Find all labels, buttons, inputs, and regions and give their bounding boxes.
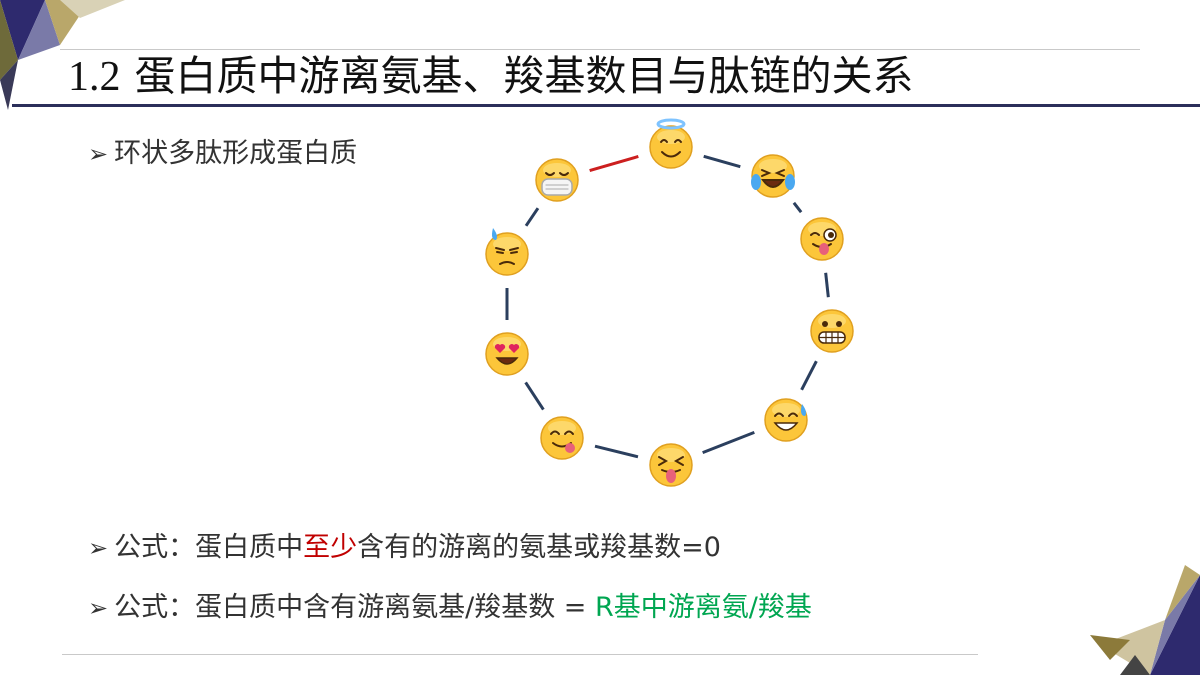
formula-prefix: 公式：蛋白质中含有游离氨基/羧基数 = bbox=[114, 592, 595, 623]
mask-face-icon bbox=[535, 158, 579, 202]
formula-highlight: R基中游离氨/羧基 bbox=[595, 592, 812, 623]
squinting-tongue-face-icon bbox=[649, 443, 693, 487]
bullet-formula-r-group: ➢公式：蛋白质中含有游离氨基/羧基数 = R基中游离氨/羧基 bbox=[88, 585, 812, 624]
grimacing-face-icon bbox=[810, 309, 854, 353]
winking-tongue-face-icon bbox=[800, 217, 844, 261]
peptide-bond bbox=[524, 207, 540, 227]
bullet-text: 环状多肽形成蛋白质 bbox=[114, 138, 358, 169]
peptide-bond bbox=[594, 444, 639, 459]
peptide-bond bbox=[800, 360, 818, 391]
title-underline bbox=[12, 104, 1200, 107]
bullet-arrow-icon: ➢ bbox=[88, 140, 109, 168]
peptide-bond bbox=[702, 430, 755, 455]
halo-face-icon bbox=[649, 118, 693, 169]
title-number: 1.2 bbox=[68, 54, 121, 100]
formula-highlight: 至少 bbox=[303, 532, 358, 563]
peptide-bond bbox=[524, 381, 545, 411]
downcast-sweat-face-icon bbox=[485, 228, 529, 276]
formula-suffix: 含有的游离的氨基或羧基数=0 bbox=[357, 532, 721, 563]
sweat-smile-face-icon bbox=[764, 398, 808, 442]
top-thin-rule bbox=[60, 49, 1140, 50]
peptide-bond bbox=[792, 201, 803, 214]
formula-prefix: 公式：蛋白质中 bbox=[114, 532, 304, 563]
bullet-arrow-icon: ➢ bbox=[88, 534, 109, 562]
tears-of-joy-face-icon bbox=[751, 154, 795, 198]
yum-face-icon bbox=[540, 416, 584, 460]
bottom-thin-rule bbox=[62, 654, 978, 655]
peptide-bond bbox=[703, 154, 741, 169]
bullet-formula-minimum: ➢公式：蛋白质中至少含有的游离的氨基或羧基数=0 bbox=[88, 525, 721, 564]
page-title: 1.2 蛋白质中游离氨基、羧基数目与肽链的关系 bbox=[68, 42, 914, 102]
corner-decoration-top-left bbox=[0, 0, 125, 110]
heart-eyes-face-icon bbox=[485, 332, 529, 376]
title-text: 蛋白质中游离氨基、羧基数目与肽链的关系 bbox=[134, 52, 914, 100]
peptide-bond bbox=[824, 272, 830, 298]
bullet-arrow-icon: ➢ bbox=[88, 594, 109, 622]
corner-decoration-bottom-right bbox=[1090, 565, 1200, 675]
peptide-bond-highlighted bbox=[589, 155, 639, 172]
bullet-cyclic-peptide: ➢环状多肽形成蛋白质 bbox=[88, 131, 357, 170]
